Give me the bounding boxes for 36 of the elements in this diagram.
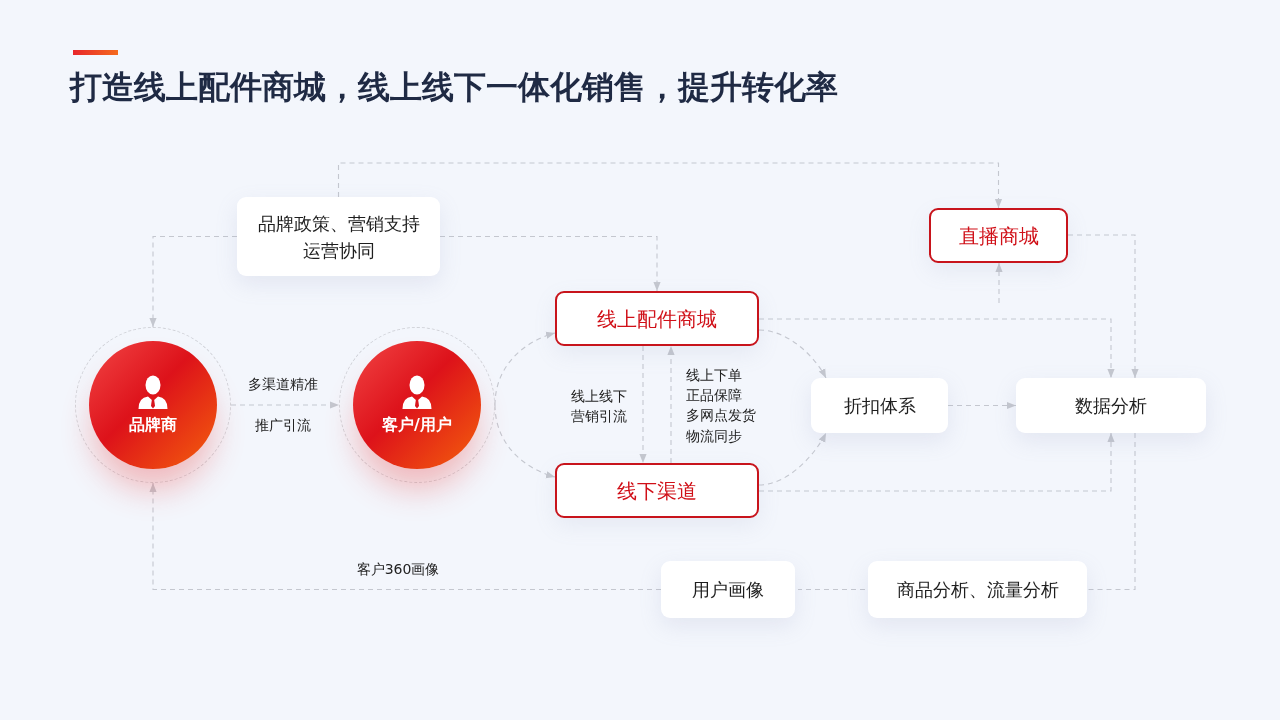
arrow <box>758 318 1115 379</box>
arrow <box>947 401 1017 410</box>
arrow <box>639 345 647 464</box>
arrow <box>667 345 675 464</box>
edge-label: 客户360画像 <box>355 560 441 579</box>
outlined-box: 线上配件商城 <box>555 291 759 346</box>
arrow <box>439 235 661 292</box>
note-text: 物流同步 <box>686 427 742 446</box>
outlined-box: 直播商城 <box>929 208 1068 263</box>
arrow <box>149 235 238 328</box>
arrow <box>337 162 1003 209</box>
arrow <box>494 404 556 478</box>
circle-label: 客户/用户 <box>382 413 452 436</box>
info-box: 品牌政策、营销支持运营协同 <box>237 197 440 276</box>
outlined-box: 线下渠道 <box>555 463 759 518</box>
note-text: 多网点发货 <box>686 406 756 425</box>
title: 打造线上配件商城，线上线下一体化销售，提升转化率 <box>70 67 838 108</box>
arrow <box>758 329 827 379</box>
note-text: 线上下单 <box>686 366 742 385</box>
info-box: 数据分析 <box>1016 378 1206 433</box>
arrow <box>230 401 340 409</box>
arrow <box>149 482 662 591</box>
info-box: 商品分析、流量分析 <box>868 561 1087 618</box>
arrow <box>494 332 556 406</box>
arrow <box>758 432 1115 492</box>
arrow <box>758 432 827 486</box>
note-text: 正品保障 <box>686 386 742 405</box>
connector-line <box>1086 432 1136 591</box>
circle-label: 品牌商 <box>129 413 177 436</box>
arrow <box>1067 234 1139 379</box>
connector-line <box>797 588 866 591</box>
arrow <box>995 262 1003 304</box>
edge-label: 多渠道精准推广引流 <box>247 375 319 435</box>
edge-label: 线上线下营销引流 <box>570 387 628 426</box>
info-box: 用户画像 <box>661 561 795 618</box>
info-box: 折扣体系 <box>811 378 948 433</box>
